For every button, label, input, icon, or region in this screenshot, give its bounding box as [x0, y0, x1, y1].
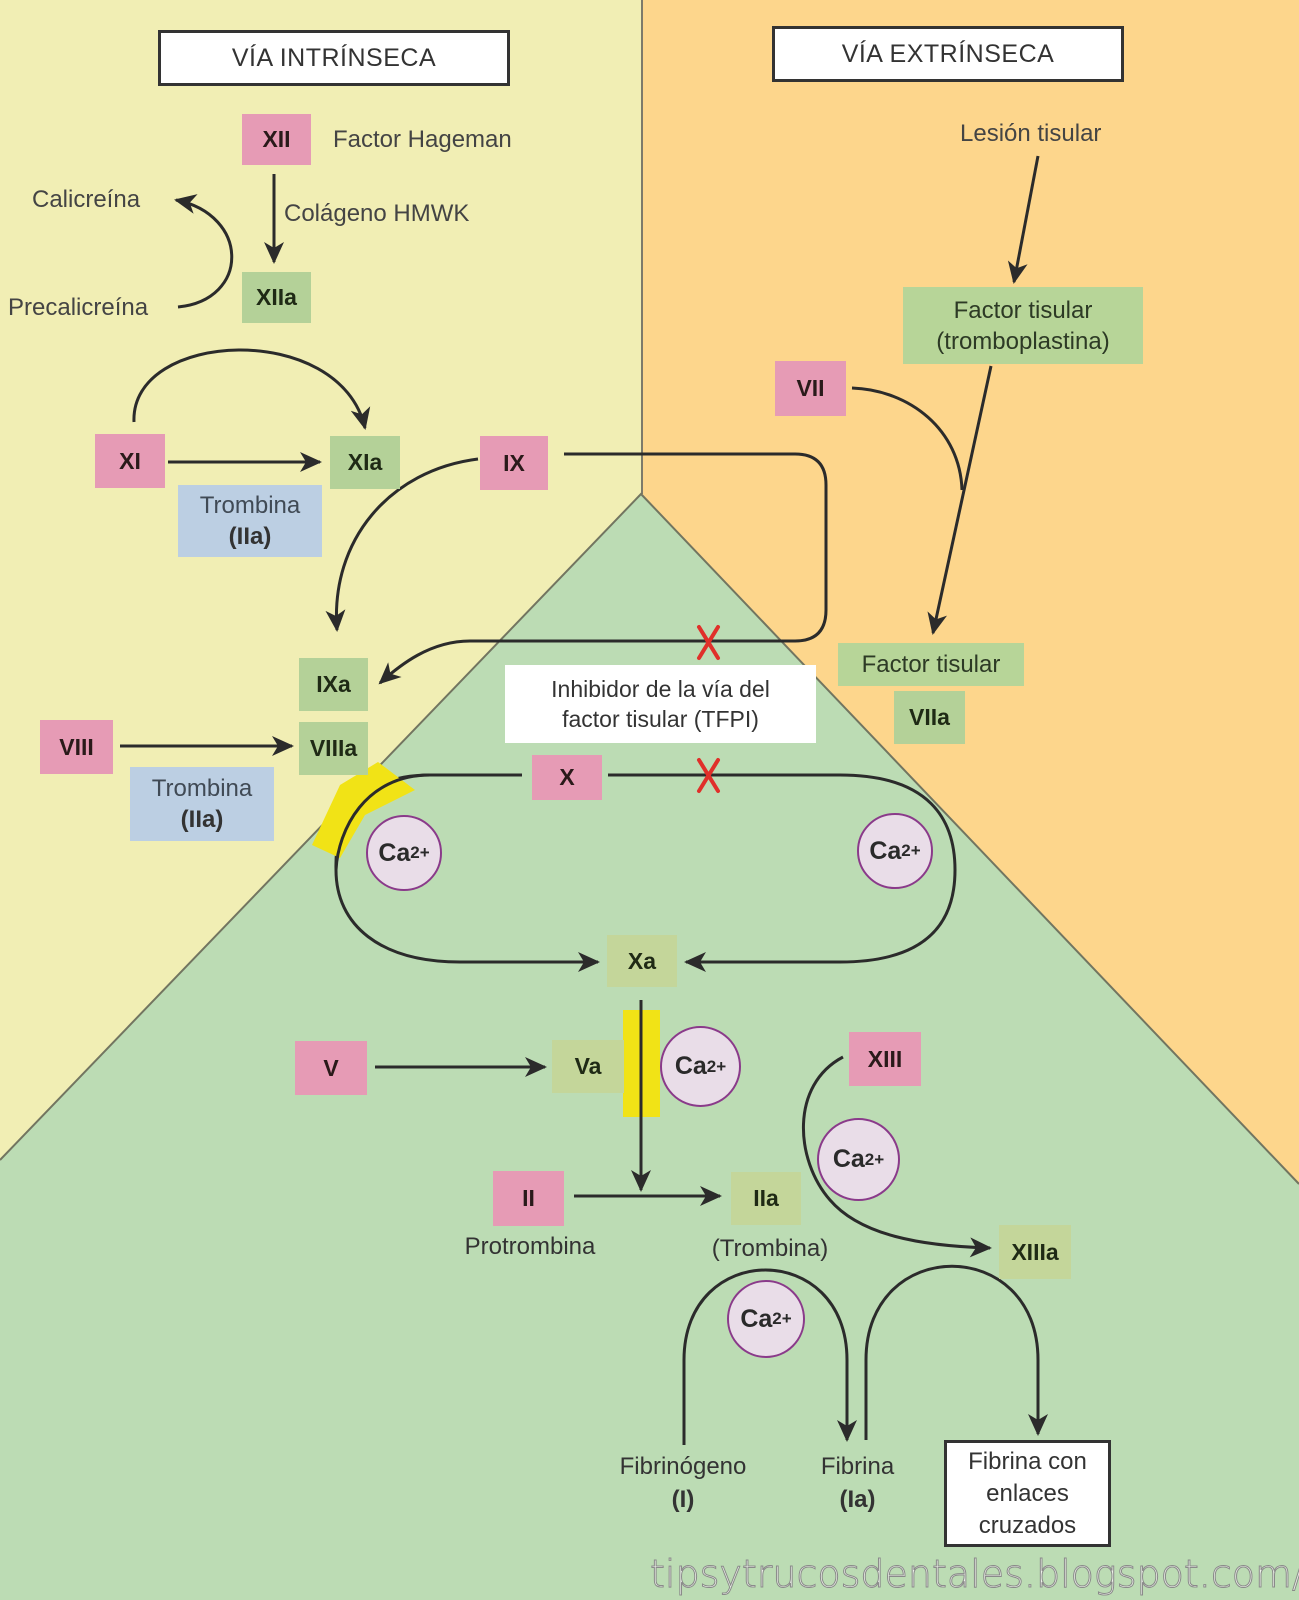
precalicreina-label: Precalicreína [8, 294, 149, 321]
thrombin-cofactor-viii-code: (IIa) [180, 806, 224, 833]
xii-cofactors-label: Colágeno HMWK [284, 200, 470, 227]
factor-ix: IX [480, 436, 548, 490]
calcium-symbol: Ca [740, 1304, 773, 1333]
crosslinked-line3: cruzados [978, 1511, 1077, 1539]
tfpi-line2: factor tisular (TFPI) [562, 706, 759, 732]
crosslinked-fibrin-box: Fibrina con enlaces cruzados [944, 1440, 1111, 1547]
factor-ii: II [493, 1171, 564, 1226]
calcium-symbol: Ca [869, 836, 902, 865]
fibrin-label: Fibrina (Ia) [800, 1450, 915, 1516]
arrow-fibrinogen-to-fibrin [682, 1268, 857, 1445]
inhibition-mark-ix-loop [697, 625, 720, 660]
thrombin-cofactor-viii: Trombina (IIa) [130, 767, 274, 841]
arrow-xiii-to-xiiia [802, 1055, 992, 1258]
divider-triangle [0, 492, 1299, 1185]
thrombin-cofactor-viii-name: Trombina [151, 775, 253, 802]
factor-xa: Xa [607, 935, 677, 987]
fibrin-code: (Ia) [839, 1486, 876, 1513]
fibrinogen-code: (I) [671, 1486, 695, 1513]
watermark: tipsytrucosdentales.blogspot.com/ [650, 1552, 1299, 1597]
membrane-highlight-viiia [312, 762, 415, 858]
thrombin-label: (Trombina) [711, 1235, 829, 1262]
arrow-x-right-loop-to-xa [608, 773, 957, 972]
factor-xi: XI [95, 434, 165, 488]
arrow-fibrin-to-crosslinked [864, 1264, 1048, 1440]
factor-iia: IIa [731, 1172, 801, 1225]
prothrombin-label: Protrombina [464, 1233, 596, 1260]
factor-v: V [295, 1041, 367, 1095]
tfpi-line1: Inhibidor de la vía del [551, 676, 770, 702]
factor-va: Va [552, 1040, 624, 1093]
calcium-charge: 2+ [901, 841, 921, 860]
arrow-tf-to-tf-viia [927, 365, 993, 635]
factor-xia: XIa [330, 436, 400, 489]
factor-xii: XII [242, 114, 311, 165]
calicreina-label: Calicreína [32, 186, 141, 213]
crosslinked-line1: Fibrina con [968, 1447, 1087, 1475]
tissue-factor-complex: Factor tisular [838, 643, 1024, 686]
tfpi-label: Inhibidor de la vía del factor tisular (… [505, 665, 816, 743]
inhibition-mark-x-loop [697, 758, 720, 793]
factor-ixa: IXa [299, 658, 368, 711]
factor-xiia: XIIa [242, 272, 311, 323]
arrow-ix-to-ixa [325, 457, 479, 632]
crosslinked-line2: enlaces [986, 1479, 1069, 1507]
arrow-precalicreina-to-calicreina [174, 194, 234, 309]
arrow-vii-merge [851, 386, 964, 491]
factor-viii: VIII [40, 720, 113, 774]
thrombin-cofactor-xi-name: Trombina [199, 492, 301, 519]
tissue-factor-name: Factor tisular [953, 296, 1093, 324]
calcium-symbol: Ca [832, 1145, 865, 1173]
tissue-factor-thromboplastin: Factor tisular (tromboplastina) [903, 287, 1143, 364]
fibrinogen-label: Fibrinógeno (I) [598, 1450, 768, 1516]
calcium-charge: 2+ [706, 1056, 727, 1076]
factor-viia: VIIa [894, 691, 965, 744]
tissue-factor-alias: (tromboplastina) [936, 327, 1110, 355]
thrombin-cofactor-xi-code: (IIa) [228, 523, 272, 550]
membrane-line-viiia [334, 773, 431, 871]
factor-xiii: XIII [849, 1032, 921, 1086]
factor-xiiia: XIIIa [999, 1225, 1071, 1279]
fibrin-name: Fibrina [820, 1453, 895, 1480]
intrinsic-pathway-title: VÍA INTRÍNSECA [158, 30, 510, 86]
factor-viiia: VIIIa [299, 722, 368, 775]
calcium-charge: 2+ [772, 1309, 792, 1328]
calcium-charge: 2+ [410, 843, 430, 862]
arrow-xi-curve-to-xia [132, 348, 371, 430]
tissue-injury-label: Lesión tisular [960, 120, 1102, 147]
thrombin-cofactor-xi: Trombina (IIa) [178, 485, 322, 557]
calcium-symbol: Ca [378, 838, 411, 867]
fibrinogen-name: Fibrinógeno [619, 1453, 747, 1480]
calcium-symbol: Ca [674, 1052, 707, 1080]
arrow-ix-loop-to-ixa [378, 452, 828, 685]
calcium-charge: 2+ [864, 1149, 885, 1169]
arrow-lesion-to-tf [1007, 155, 1040, 284]
factor-xii-name: Factor Hageman [333, 126, 512, 153]
extrinsic-pathway-title: VÍA EXTRÍNSECA [772, 26, 1124, 82]
factor-vii: VII [775, 361, 846, 416]
factor-x: X [532, 755, 602, 800]
